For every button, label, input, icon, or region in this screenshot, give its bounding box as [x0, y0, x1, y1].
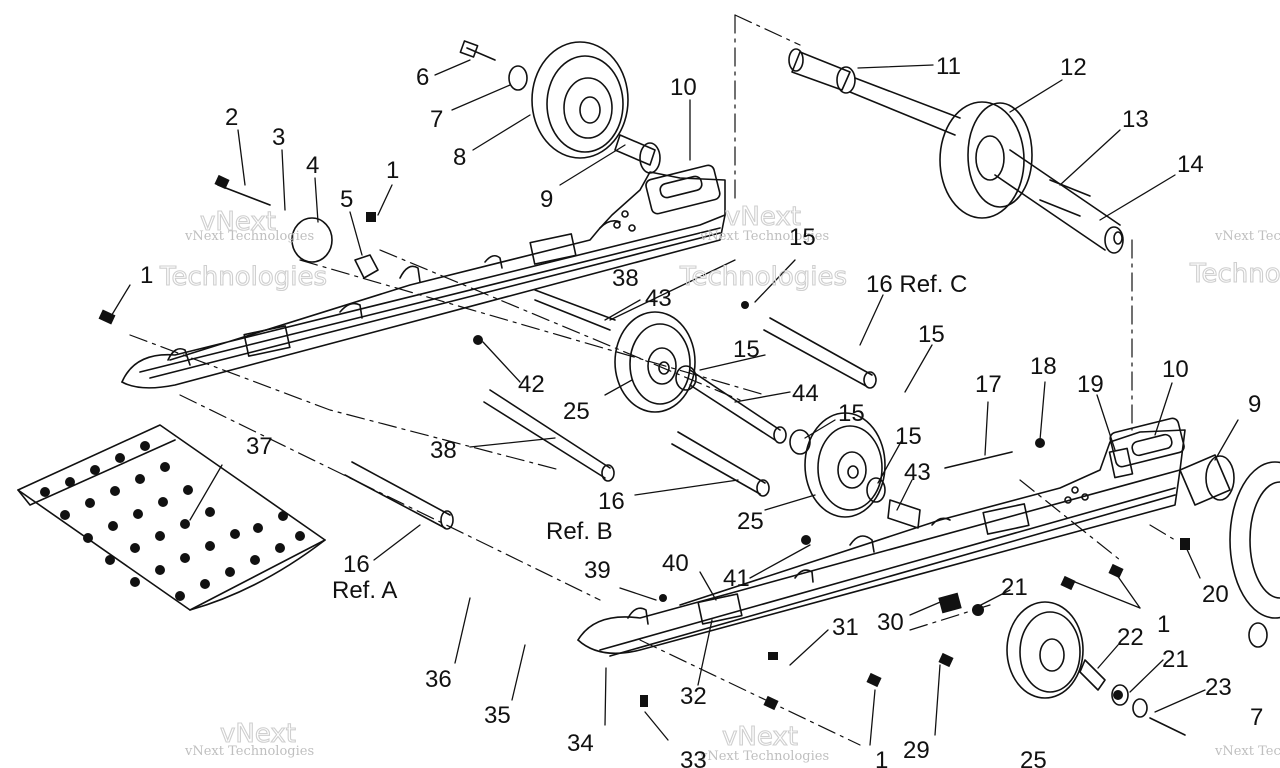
rear-wheel-cropped [1179, 454, 1280, 648]
svg-text:Technologies: Technologies [1189, 259, 1280, 289]
rear-axle-assembly [788, 48, 1124, 254]
track-lugs [40, 441, 305, 601]
callout-1: 1 [1157, 611, 1170, 638]
callout-41: 41 [723, 565, 750, 592]
mid-idler-wheel [534, 289, 787, 444]
watermarks: vNext Technologies vNext Technologies vN… [158, 201, 1280, 764]
lower-idler-wheel [789, 412, 921, 529]
callout-38: 38 [430, 437, 457, 464]
callout-43: 43 [645, 285, 672, 312]
callout-44: 44 [792, 380, 819, 407]
callout-10: 10 [1162, 356, 1189, 383]
callout-10: 10 [670, 74, 697, 101]
callout-8: 8 [453, 144, 466, 171]
callout-7: 7 [430, 106, 443, 133]
callout-43: 43 [904, 459, 931, 486]
callout-12: 12 [1060, 54, 1087, 81]
upper-idler-wheel [459, 40, 661, 174]
callout-35: 35 [484, 702, 511, 729]
shafts-and-tubes [217, 184, 1013, 530]
callout-20: 20 [1202, 581, 1229, 608]
right-rail [577, 417, 1186, 657]
svg-text:vNext: vNext [722, 722, 798, 752]
svg-text:Technologies: Technologies [679, 262, 847, 292]
svg-text:vNext: vNext [200, 207, 276, 237]
callout-15: 15 [895, 423, 922, 450]
svg-text:vNext Technologies: vNext Technologies [1214, 229, 1280, 244]
callout-14: 14 [1177, 151, 1204, 178]
centerlines [129, 14, 1176, 746]
svg-text:vNext Technologies: vNext Technologies [1214, 744, 1280, 759]
callout-15: 15 [918, 321, 945, 348]
callout-37: 37 [246, 433, 273, 460]
svg-text:vNext Technologies: vNext Technologies [699, 229, 829, 244]
left-rail [121, 164, 726, 389]
callout-40: 40 [662, 550, 689, 577]
callout-16: 16 [343, 551, 370, 578]
callout-9: 9 [1248, 391, 1261, 418]
callout-16-ref-c: 16 Ref. C [866, 271, 967, 298]
svg-text:vNext: vNext [220, 719, 296, 749]
bottom-idler-wheel [1006, 601, 1186, 736]
svg-text:vNext: vNext [725, 202, 801, 232]
callout-2: 2 [225, 104, 238, 131]
callout-ref-a: Ref. A [332, 577, 397, 604]
callout-32: 32 [680, 683, 707, 710]
callout-39: 39 [584, 557, 611, 584]
callout-3: 3 [272, 124, 285, 151]
callout-1: 1 [386, 157, 399, 184]
callout-labels: 1 1 1 1 2 3 4 5 6 7 7 8 9 9 10 10 11 12 … [140, 53, 1263, 768]
svg-text:vNext Technologies: vNext Technologies [699, 749, 829, 764]
callout-ref-b: Ref. B [546, 518, 613, 545]
callout-15: 15 [733, 336, 760, 363]
callout-21: 21 [1001, 574, 1028, 601]
svg-text:vNext Technologies: vNext Technologies [184, 744, 314, 759]
callout-4: 4 [306, 152, 319, 179]
callout-33: 33 [680, 747, 707, 768]
callout-36: 36 [425, 666, 452, 693]
callout-13: 13 [1122, 106, 1149, 133]
callout-34: 34 [567, 730, 594, 757]
callout-22: 22 [1117, 624, 1144, 651]
callout-16: 16 [598, 488, 625, 515]
callout-42: 42 [518, 371, 545, 398]
callout-31: 31 [832, 614, 859, 641]
track-clip-section [17, 424, 326, 611]
callout-15: 15 [838, 400, 865, 427]
callout-25: 25 [737, 508, 764, 535]
callout-9: 9 [540, 186, 553, 213]
callout-17: 17 [975, 371, 1002, 398]
callout-38: 38 [612, 265, 639, 292]
fasteners [98, 174, 1190, 711]
callout-7: 7 [1250, 704, 1263, 731]
callout-15: 15 [789, 224, 816, 251]
callout-6: 6 [416, 64, 429, 91]
callout-1: 1 [875, 747, 888, 768]
callout-21: 21 [1162, 646, 1189, 673]
callout-5: 5 [340, 186, 353, 213]
svg-text:vNext Technologies: vNext Technologies [184, 229, 314, 244]
callout-25: 25 [1020, 747, 1047, 768]
callout-23: 23 [1205, 674, 1232, 701]
callout-30: 30 [877, 609, 904, 636]
callout-25: 25 [563, 398, 590, 425]
svg-text:Technologies: Technologies [159, 262, 327, 292]
callout-18: 18 [1030, 353, 1057, 380]
callout-1: 1 [140, 262, 153, 289]
callout-29: 29 [903, 737, 930, 764]
leader-lines [109, 59, 1239, 746]
callout-11: 11 [936, 53, 961, 80]
callout-19: 19 [1077, 371, 1104, 398]
